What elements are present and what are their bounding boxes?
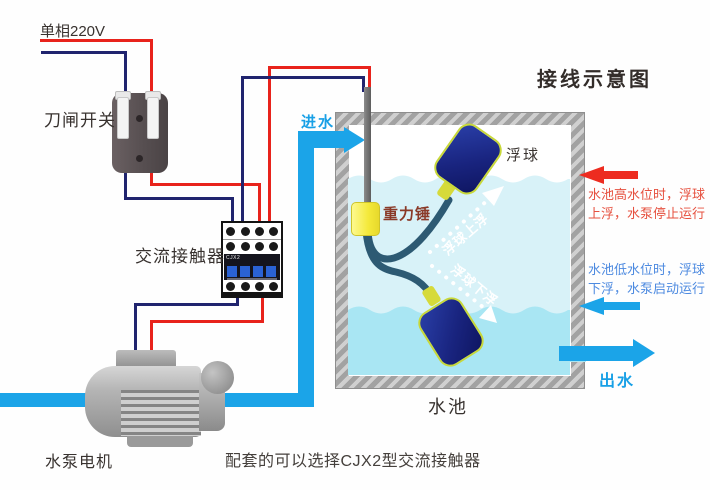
- motor-neutral-wire: [134, 303, 137, 358]
- live-wire-segment: [150, 168, 153, 186]
- float-live-wire: [268, 66, 271, 225]
- ac-contactor: CJX2: [221, 221, 283, 298]
- terminal: [255, 227, 264, 236]
- knife-switch: [112, 91, 168, 173]
- contactor-slot: [227, 278, 277, 280]
- neutral-wire-segment: [124, 197, 234, 200]
- high-level-line1: 水池高水位时，浮球: [588, 187, 706, 202]
- float-up-arrowhead-icon: [482, 186, 504, 206]
- inlet-arrow: [298, 131, 346, 148]
- contactor-label: 交流接触器: [135, 247, 225, 266]
- diagram-title: 接线示意图: [537, 69, 652, 91]
- terminal: [269, 227, 278, 236]
- motor-live-wire: [150, 320, 153, 358]
- pump-knob: [201, 361, 234, 394]
- terminal: [241, 227, 250, 236]
- terminal: [226, 282, 235, 291]
- motor-neutral-wire: [236, 295, 239, 306]
- float-down-dashed-arrow: [430, 264, 486, 310]
- contactor-button: [227, 266, 237, 277]
- high-level-annotation: 水池高水位时，浮球 上浮，水泵停止运行: [588, 185, 705, 223]
- inlet-arrowhead-icon: [344, 127, 365, 153]
- float-live-wire: [368, 66, 371, 92]
- switch-screw: [136, 115, 143, 122]
- float-down-arrowhead-icon: [479, 305, 497, 323]
- high-level-arrowhead-icon: [579, 166, 604, 184]
- outlet-arrow: [559, 346, 634, 361]
- terminal: [255, 242, 264, 251]
- float-neutral-wire: [362, 76, 365, 92]
- outlet-label: 出水: [599, 373, 636, 390]
- float-cable-lower: [362, 227, 436, 301]
- neutral-wire-segment: [231, 197, 234, 225]
- float-switch-pole: [364, 87, 371, 209]
- motor-live-wire: [261, 295, 264, 323]
- float-ball-label: 浮球: [506, 147, 541, 164]
- neutral-wire-segment: [41, 51, 127, 54]
- live-wire-segment: [150, 39, 153, 99]
- float-neutral-wire: [241, 76, 365, 79]
- float-live-wire: [268, 66, 371, 69]
- power-supply-label: 单相220V: [40, 23, 106, 40]
- motor-junction-box: [116, 350, 176, 368]
- tank-label: 水池: [428, 397, 468, 417]
- knife-switch-label: 刀闸开关: [44, 111, 116, 130]
- switch-screw: [136, 155, 143, 162]
- contactor-model-label: CJX2: [226, 255, 241, 261]
- high-level-arrow: [604, 171, 638, 179]
- low-level-arrowhead-icon: [579, 297, 604, 315]
- low-level-annotation: 水池低水位时，浮球 下浮，水泵启动运行: [588, 260, 705, 298]
- contactor-terminal-row: [223, 225, 281, 238]
- contactor-terminal-row: [223, 239, 281, 253]
- outlet-arrowhead-icon: [633, 339, 655, 367]
- contactor-terminal-row: [223, 280, 281, 293]
- contactor-base: [222, 292, 282, 298]
- motor-fins: [121, 390, 201, 436]
- low-level-line2: 下浮，水泵启动运行: [588, 281, 706, 296]
- float-neutral-wire: [241, 76, 244, 225]
- riser-pipe: [298, 135, 314, 404]
- live-wire-segment: [150, 183, 261, 186]
- switch-terminal: [147, 97, 159, 139]
- footnote: 配套的可以选择CJX2型交流接触器: [225, 453, 481, 470]
- terminal: [241, 282, 250, 291]
- live-wire-segment: [258, 183, 261, 225]
- terminal: [269, 282, 278, 291]
- terminal: [226, 227, 235, 236]
- switch-terminal: [117, 97, 129, 139]
- terminal: [241, 242, 250, 251]
- high-level-line2: 上浮，水泵停止运行: [588, 206, 706, 221]
- neutral-wire-segment: [124, 168, 127, 200]
- contactor-button: [266, 266, 276, 277]
- pump-motor-label: 水泵电机: [45, 454, 114, 471]
- terminal: [226, 242, 235, 251]
- motor-live-wire: [150, 320, 264, 323]
- contactor-button: [253, 266, 263, 277]
- motor-neutral-wire: [134, 303, 239, 306]
- contactor-face: CJX2: [224, 254, 280, 280]
- terminal: [269, 242, 278, 251]
- low-level-arrow: [604, 302, 640, 310]
- live-wire-segment: [40, 39, 153, 42]
- inlet-label: 进水: [301, 114, 336, 131]
- gravity-hammer-label: 重力锤: [383, 206, 432, 223]
- low-level-line1: 水池低水位时，浮球: [588, 262, 706, 277]
- neutral-wire-segment: [124, 51, 127, 99]
- terminal: [255, 282, 264, 291]
- contactor-button: [240, 266, 250, 277]
- gravity-hammer: [351, 202, 380, 236]
- motor-foot: [127, 436, 193, 447]
